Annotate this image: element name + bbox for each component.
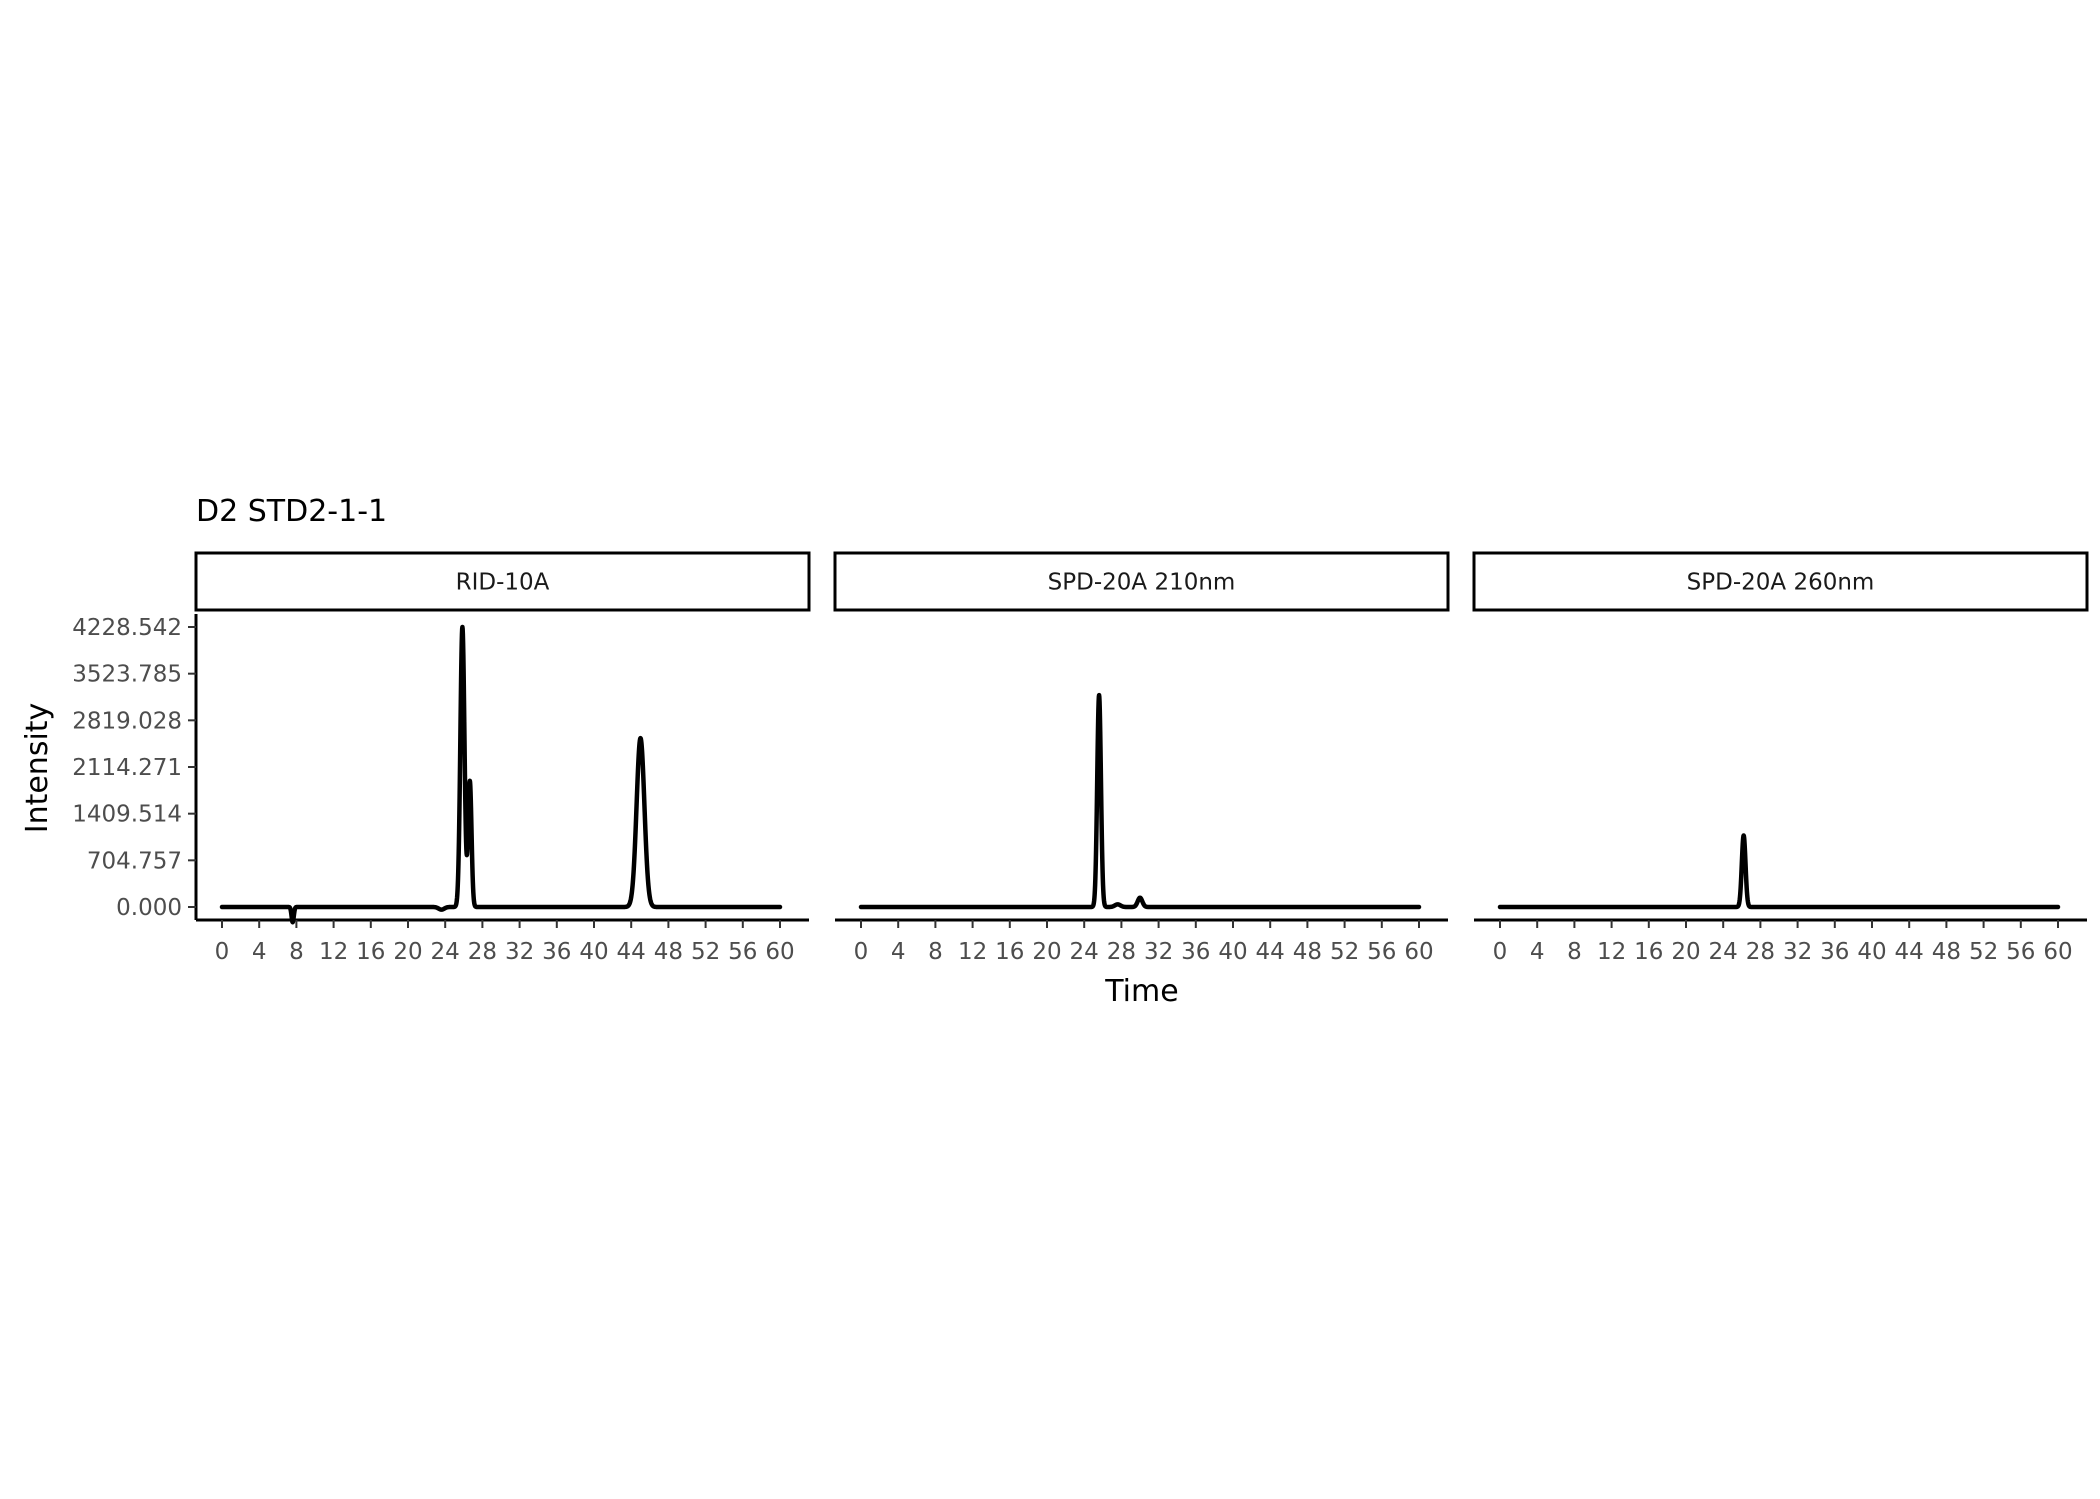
x-tick-label: 52 xyxy=(1969,939,1998,965)
x-tick-label: 4 xyxy=(1530,939,1545,965)
x-tick-label: 44 xyxy=(1256,939,1285,965)
x-tick-label: 16 xyxy=(1634,939,1663,965)
facet-strip-label: SPD-20A 210nm xyxy=(1048,570,1236,596)
facet-strip-label: RID-10A xyxy=(456,570,550,596)
x-tick-label: 32 xyxy=(1144,939,1173,965)
x-tick-label: 56 xyxy=(2006,939,2035,965)
x-tick-label: 40 xyxy=(1857,939,1886,965)
y-tick-label: 1409.514 xyxy=(72,802,182,828)
x-tick-label: 40 xyxy=(1218,939,1247,965)
series-line xyxy=(858,692,1422,910)
x-tick-label: 52 xyxy=(1330,939,1359,965)
x-tick-label: 4 xyxy=(252,939,267,965)
y-tick-label: 3523.785 xyxy=(72,662,182,688)
x-tick-label: 24 xyxy=(1070,939,1099,965)
x-tick-label: 44 xyxy=(617,939,646,965)
x-tick-label: 56 xyxy=(1367,939,1396,965)
y-tick-label: 2114.271 xyxy=(72,755,182,781)
chart-title: D2 STD2-1-1 xyxy=(196,494,387,529)
x-tick-label: 36 xyxy=(1820,939,1849,965)
x-tick-label: 20 xyxy=(1032,939,1061,965)
x-tick-label: 28 xyxy=(468,939,497,965)
facet-strip xyxy=(194,551,811,612)
x-tick-label: 8 xyxy=(1567,939,1582,965)
x-tick-label: 36 xyxy=(1181,939,1210,965)
x-tick-label: 48 xyxy=(1932,939,1961,965)
x-tick-label: 8 xyxy=(928,939,943,965)
x-tick-label: 32 xyxy=(1783,939,1812,965)
x-tick-label: 16 xyxy=(995,939,1024,965)
x-tick-label: 20 xyxy=(1671,939,1700,965)
series-line xyxy=(219,624,783,925)
y-axis-title: Intensity xyxy=(20,703,55,834)
x-tick-label: 12 xyxy=(319,939,348,965)
x-tick-label: 20 xyxy=(393,939,422,965)
x-tick-label: 40 xyxy=(579,939,608,965)
y-tick-label: 4228.542 xyxy=(72,615,182,641)
x-axis-title: Time xyxy=(1104,974,1178,1009)
x-tick-label: 0 xyxy=(854,939,869,965)
x-tick-label: 48 xyxy=(654,939,683,965)
facet-strip xyxy=(833,551,1450,612)
y-tick-label: 0.000 xyxy=(116,895,182,921)
x-tick-label: 12 xyxy=(1597,939,1626,965)
x-tick-label: 60 xyxy=(1404,939,1433,965)
x-tick-label: 56 xyxy=(728,939,757,965)
x-tick-label: 16 xyxy=(356,939,385,965)
x-tick-label: 28 xyxy=(1746,939,1775,965)
y-tick-label: 704.757 xyxy=(87,848,182,874)
x-tick-label: 52 xyxy=(691,939,720,965)
y-axis: 0.000 704.757 1409.514 2114.271 2819.028 3523… xyxy=(72,614,198,921)
facet-strip-label: SPD-20A 260nm xyxy=(1687,570,1875,596)
x-tick-label: 8 xyxy=(289,939,304,965)
x-tick-label: 12 xyxy=(958,939,987,965)
x-tick-label: 32 xyxy=(505,939,534,965)
x-tick-label: 48 xyxy=(1293,939,1322,965)
facet-strip xyxy=(1472,551,2089,612)
x-tick-label: 0 xyxy=(215,939,230,965)
x-tick-label: 60 xyxy=(2043,939,2072,965)
x-tick-label: 24 xyxy=(431,939,460,965)
x-tick-label: 24 xyxy=(1709,939,1738,965)
x-tick-label: 0 xyxy=(1493,939,1508,965)
x-tick-label: 60 xyxy=(765,939,794,965)
y-tick-label: 2819.028 xyxy=(72,708,182,734)
x-tick-label: 44 xyxy=(1895,939,1924,965)
x-tick-label: 28 xyxy=(1107,939,1136,965)
x-tick-label: 4 xyxy=(891,939,906,965)
series-line xyxy=(1497,833,2061,910)
x-tick-label: 36 xyxy=(542,939,571,965)
